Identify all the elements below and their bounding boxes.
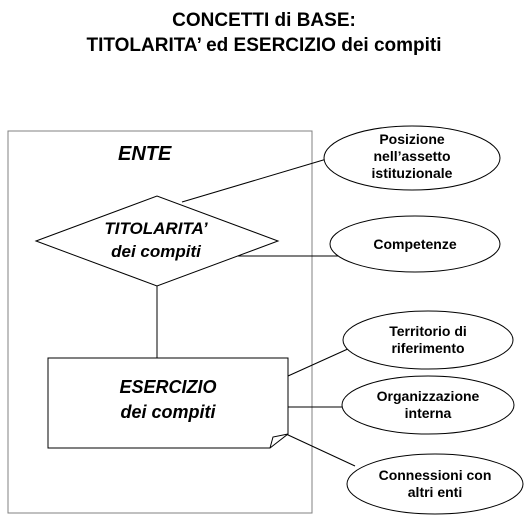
connessioni-line-2: altri enti: [407, 484, 463, 500]
connector-esercizio-territorio: [287, 347, 351, 377]
organizzazione-line-2: interna: [404, 405, 452, 421]
titolarita-line-1: TITOLARITA’: [104, 219, 208, 238]
ellipse-organizzazione: [341, 375, 515, 435]
posizione-line-3: istituzionale: [371, 165, 453, 181]
ellipse-posizione: [323, 125, 501, 191]
territorio-line-1: Territorio di: [389, 323, 467, 339]
titolarita-line-2: dei compiti: [111, 242, 201, 261]
territorio-label: Territorio di riferimento: [343, 323, 513, 357]
territorio-line-2: riferimento: [391, 340, 465, 356]
competenze-label: Competenze: [330, 236, 500, 253]
esercizio-label: ESERCIZIO dei compiti: [50, 375, 286, 425]
ente-label: ENTE: [118, 143, 172, 165]
posizione-line-1: Posizione: [379, 131, 445, 147]
titolarita-label: TITOLARITA’ dei compiti: [68, 217, 244, 263]
ellipse-connessioni: [346, 453, 524, 515]
competenze-line-1: Competenze: [373, 236, 457, 252]
organizzazione-label: Organizzazione interna: [342, 388, 514, 422]
organizzazione-line-1: Organizzazione: [376, 388, 480, 404]
esercizio-fold: [269, 433, 289, 449]
ellipse-territorio: [342, 310, 514, 370]
ente-box: [7, 130, 313, 514]
posizione-label: Posizione nell’assetto istituzionale: [324, 131, 500, 182]
connessioni-label: Connessioni con altri enti: [347, 467, 523, 501]
posizione-line-2: nell’assetto: [373, 148, 451, 164]
connector-esercizio-connessioni: [285, 433, 356, 467]
ellipse-competenze: [329, 215, 501, 273]
page-title-line-1: CONCETTI di BASE:: [172, 10, 356, 31]
connector-titolarita-posizione: [181, 157, 331, 203]
connessioni-line-1: Connessioni con: [378, 467, 492, 483]
esercizio-line-2: dei compiti: [120, 402, 216, 422]
esercizio-line-1: ESERCIZIO: [119, 377, 217, 397]
esercizio-box: [47, 357, 289, 449]
titolarita-diamond: [34, 195, 280, 287]
page-title-line-2: TITOLARITA’ ed ESERCIZIO dei compiti: [86, 35, 442, 56]
